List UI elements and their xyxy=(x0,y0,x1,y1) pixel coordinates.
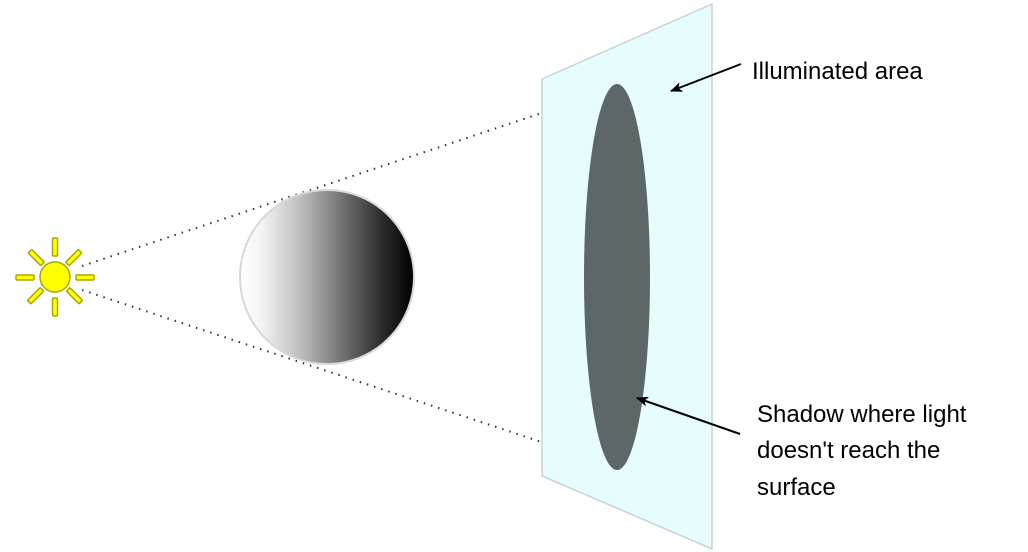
shadow-label-line-3: surface xyxy=(757,474,836,501)
annotation-arrows xyxy=(636,63,742,435)
shadow-label-line-2: doesn't reach the xyxy=(757,437,940,464)
sun-icon xyxy=(15,237,95,317)
shadow-label-line-1: Shadow where light xyxy=(757,401,967,428)
illuminated-area-label: Illuminated area xyxy=(752,58,923,85)
sphere xyxy=(239,189,415,365)
shadow-arrow xyxy=(636,396,741,435)
shadow-label: Shadow where light doesn't reach the sur… xyxy=(757,401,967,501)
illuminated-arrow xyxy=(670,63,742,92)
shadow-ellipse xyxy=(584,84,650,470)
